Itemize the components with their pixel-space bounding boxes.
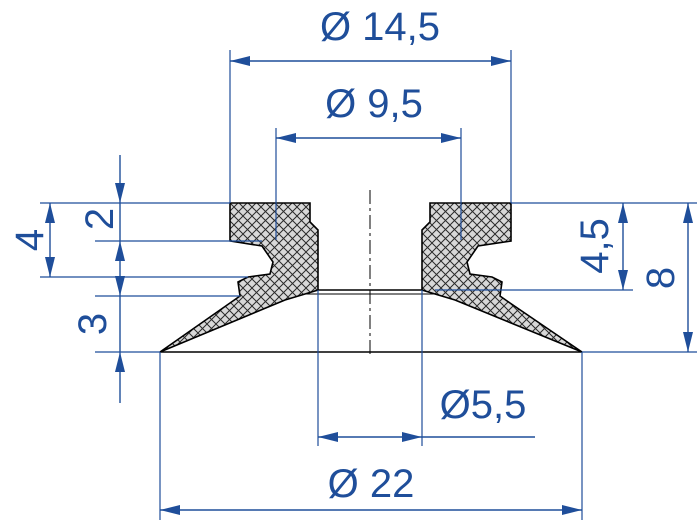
dim-height-lower-lip: 3	[71, 276, 125, 403]
part-section	[159, 190, 583, 355]
left-extension-lines	[40, 202, 262, 353]
label-base-diameter: Ø 22	[328, 462, 415, 506]
label-height-upper: 4	[8, 229, 52, 251]
part-right-half	[421, 202, 583, 353]
dim-height-neck: 4,5	[573, 203, 628, 290]
part-left-half	[159, 202, 319, 353]
label-total-height: 8	[639, 267, 683, 289]
dim-total-height: 8	[639, 203, 693, 352]
label-inner-top-diameter: Ø 9,5	[325, 82, 423, 126]
dim-inner-top-diameter: Ø 9,5	[275, 82, 462, 240]
dim-outer-top-diameter: Ø 14,5	[229, 5, 512, 203]
label-height-neck: 4,5	[573, 218, 617, 274]
dim-height-top-flange: 2	[78, 155, 125, 296]
label-outer-top-diameter: Ø 14,5	[320, 5, 440, 49]
dim-base-diameter: Ø 22	[159, 352, 583, 520]
right-extension-lines	[435, 202, 697, 353]
label-height-top-flange: 2	[78, 208, 122, 230]
label-bore-diameter: Ø5,5	[440, 383, 527, 427]
dim-height-upper: 4	[8, 203, 55, 277]
dim-bore-diameter: Ø5,5	[317, 290, 535, 446]
label-height-lower-lip: 3	[71, 313, 115, 335]
